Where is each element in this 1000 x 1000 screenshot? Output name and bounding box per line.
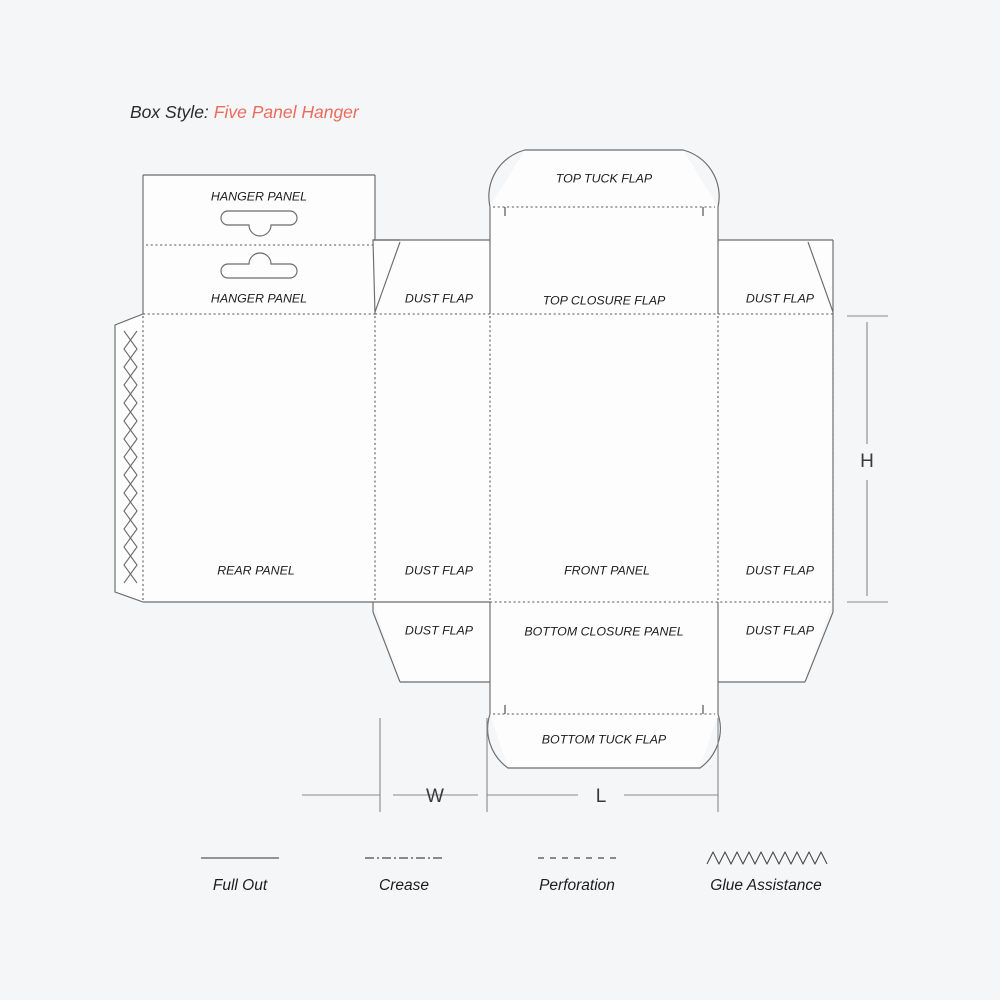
- dust-flap-low-left-outline: [372, 602, 490, 683]
- label-top-closure-flap: TOP CLOSURE FLAP: [543, 293, 666, 307]
- rear-panel-outline: [142, 313, 490, 603]
- width-dimension-label: W: [426, 786, 444, 807]
- label-dust-flap-mid-right: DUST FLAP: [746, 563, 815, 577]
- label-dust-flap-low-right: DUST FLAP: [746, 623, 815, 637]
- dimension-lines: W L H: [302, 315, 888, 812]
- box-style-label: Box Style:: [130, 102, 209, 122]
- panel-labels: HANGER PANEL HANGER PANEL TOP TUCK FLAP …: [211, 171, 815, 746]
- glue-flap: [114, 313, 144, 603]
- label-front-panel: FRONT PANEL: [564, 563, 650, 577]
- label-dust-flap-top-right: DUST FLAP: [746, 291, 815, 305]
- label-bottom-closure-panel: BOTTOM CLOSURE PANEL: [524, 624, 683, 638]
- label-dust-flap-low-left: DUST FLAP: [405, 623, 474, 637]
- box-style-title: Box Style:Five Panel Hanger: [130, 102, 359, 123]
- legend-label-glue-assistance: Glue Assistance: [710, 877, 822, 894]
- hanger-panel-group: [142, 174, 376, 314]
- label-rear-panel: REAR PANEL: [217, 563, 295, 577]
- height-dimension-label: H: [860, 451, 874, 472]
- hang-hole-top: [220, 210, 298, 237]
- top-closure-group: [488, 149, 720, 314]
- bottom-closure-group: [487, 602, 721, 769]
- label-dust-flap-mid-left: DUST FLAP: [405, 563, 474, 577]
- length-dimension-label: L: [596, 786, 607, 807]
- label-hanger-panel-top: HANGER PANEL: [211, 189, 307, 203]
- legend-label-full-out: Full Out: [213, 877, 268, 894]
- label-dust-flap-top-left: DUST FLAP: [405, 291, 474, 305]
- hang-hole-bottom: [220, 252, 298, 279]
- legend: Full Out Crease Perforation Glue Assista…: [201, 851, 828, 894]
- legend-label-crease: Crease: [379, 877, 429, 894]
- label-top-tuck-flap: TOP TUCK FLAP: [556, 171, 653, 185]
- dust-flap-top-left-outline: [372, 239, 490, 315]
- label-hanger-panel-bottom: HANGER PANEL: [211, 291, 307, 305]
- dust-flap-top-right-outline: [718, 239, 834, 314]
- dust-flap-low-right-outline: [718, 602, 834, 683]
- legend-line-glue: [706, 851, 828, 865]
- bottom-tuck-flap-outline: [487, 713, 721, 769]
- panel-fills: [115, 150, 833, 768]
- top-tuck-flap-outline: [488, 149, 720, 208]
- legend-label-perforation: Perforation: [539, 877, 615, 894]
- label-bottom-tuck-flap: BOTTOM TUCK FLAP: [542, 732, 667, 746]
- glue-assistance-zigzag: [123, 330, 138, 584]
- box-style-value: Five Panel Hanger: [213, 102, 359, 122]
